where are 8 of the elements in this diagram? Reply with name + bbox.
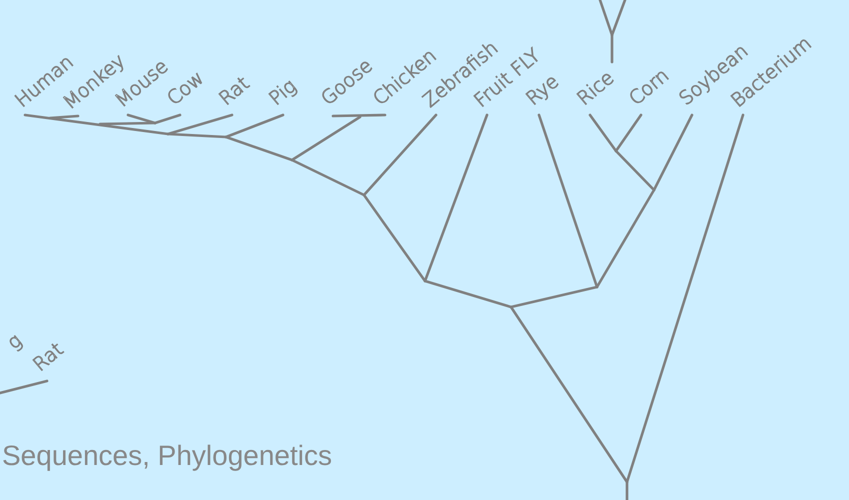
species-label: Rye: [522, 70, 564, 110]
species-label: Corn: [625, 64, 674, 110]
species-label: Rat: [29, 338, 68, 376]
species-label: Pig: [265, 75, 300, 110]
caption: Sequences, Phylogenetics: [2, 440, 332, 472]
species-label: Rice: [573, 66, 618, 110]
species-label: Rat: [215, 72, 254, 110]
species-label: g: [3, 330, 26, 354]
